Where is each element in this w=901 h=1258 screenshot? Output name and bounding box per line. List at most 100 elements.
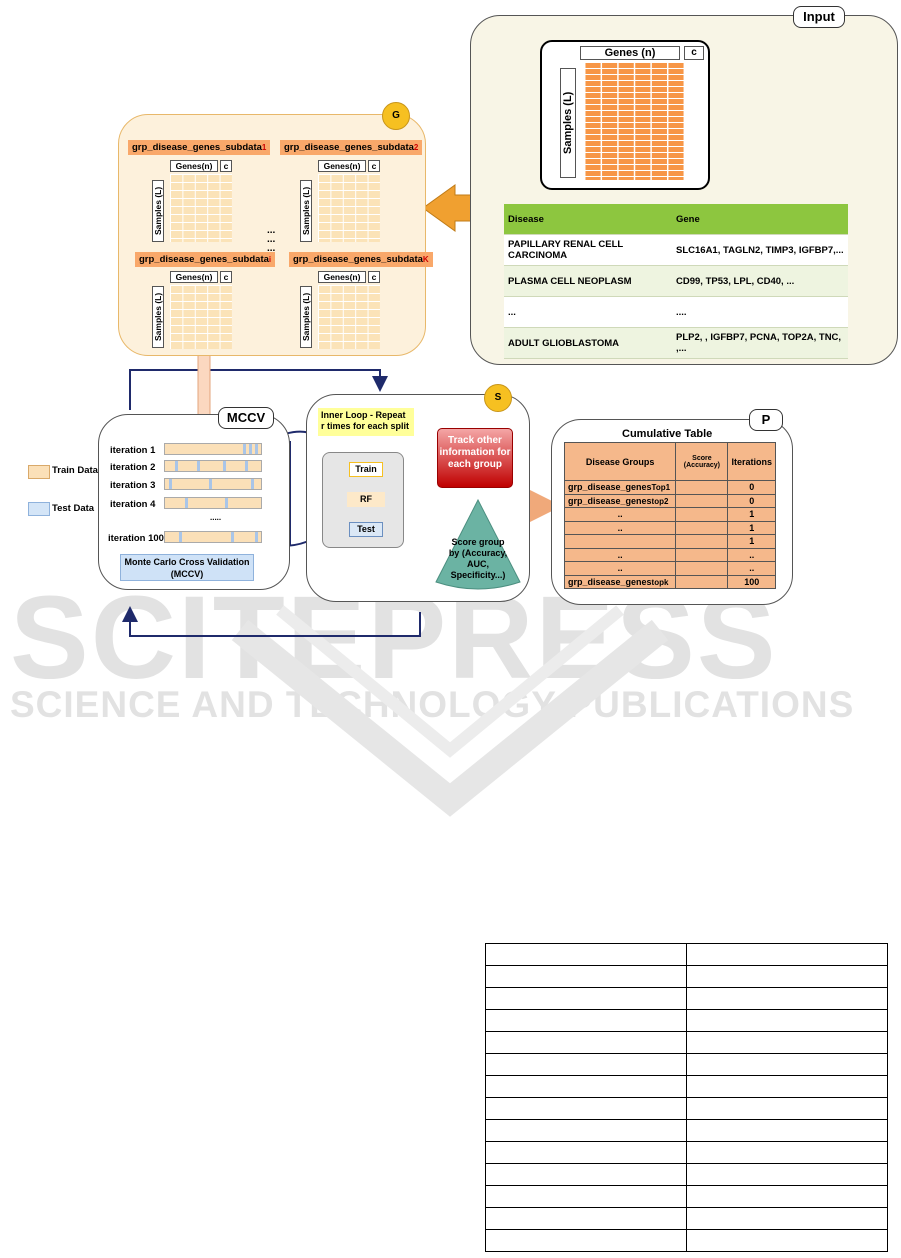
- gene-cell: ....: [672, 296, 848, 328]
- disease-cell: ...: [504, 296, 672, 328]
- score-cell: [675, 493, 729, 508]
- iteration-bar: [164, 443, 262, 455]
- header-score: Score (Accuracy): [675, 442, 729, 481]
- group-cell: [563, 534, 677, 549]
- disease-cell: PAPILLARY RENAL CELL CARCINOMA: [504, 234, 672, 266]
- bottom-loop-line: [122, 606, 421, 637]
- table-row: ... ....: [504, 296, 848, 328]
- input-gene-matrix: [584, 62, 684, 180]
- subdata-matrix: [318, 174, 380, 242]
- table-row: .. 1: [563, 507, 776, 522]
- iteration-label: iteration 100: [108, 533, 164, 544]
- iterations-cell: 0: [727, 493, 776, 508]
- ellipsis-dots: ... ... ...: [267, 226, 276, 254]
- score-cell: [675, 561, 729, 576]
- genes-label: Genes(n): [318, 271, 366, 283]
- samples-label: Samples (L): [152, 180, 164, 242]
- group-cell: grp_disease_genestopk: [563, 574, 677, 589]
- input-tag: Input: [793, 6, 845, 28]
- group-name: ..: [617, 549, 623, 560]
- iterations-cell: 1: [727, 520, 776, 535]
- dots: ...: [267, 243, 276, 254]
- group-cell: ..: [563, 520, 677, 535]
- iteration-label: iteration 2: [110, 462, 156, 473]
- iterations-cell: 1: [727, 534, 776, 549]
- group-name: ..: [617, 509, 623, 520]
- table-row: PLASMA CELL NEOPLASM CD99, TP53, LPL, CD…: [504, 265, 848, 297]
- input-samples-label: Samples (L): [560, 68, 576, 178]
- group-name: grp_disease_genes: [568, 495, 652, 506]
- watermark-chevron: [231, 605, 669, 817]
- subdata-matrix: [318, 285, 380, 349]
- train-box: Train: [349, 462, 383, 477]
- score-cell: [675, 534, 729, 549]
- class-label: c: [368, 271, 380, 283]
- cumulative-table-title: Cumulative Table: [622, 428, 713, 440]
- disease-cell: ADULT GLIOBLASTOMA: [504, 327, 672, 359]
- test-box: Test: [349, 522, 383, 537]
- test-legend-swatch: [28, 502, 50, 516]
- subdata-label-1: grp_disease_genes_subdata1: [128, 140, 271, 155]
- disease-table-header: Disease Gene: [504, 204, 848, 235]
- disease-gene-table: Disease Gene PAPILLARY RENAL CELL CARCIN…: [504, 204, 848, 359]
- score-cell: [675, 520, 729, 535]
- track-info-box: Track other information for each group: [437, 428, 513, 488]
- table-row: .. 1: [563, 520, 776, 535]
- samples-label: Samples (L): [300, 180, 312, 242]
- test-legend-label: Test Data: [52, 503, 95, 514]
- gene-cell: PLP2, , IGFBP7, PCNA, TOP2A, TNC, ,...: [672, 327, 848, 359]
- train-legend-swatch: [28, 465, 50, 479]
- table-row: ....: [563, 561, 776, 576]
- class-label: c: [368, 160, 380, 172]
- header-disease: Disease: [504, 204, 672, 235]
- rf-box: RF: [347, 492, 385, 507]
- dots: ...: [267, 234, 276, 245]
- subdata-index: K: [422, 255, 429, 264]
- header-disease-groups: Disease Groups: [563, 442, 677, 481]
- group-cell: ..: [563, 547, 677, 562]
- group-cell: grp_disease_genestop2: [563, 493, 677, 508]
- subdata-index: 2: [413, 143, 419, 152]
- subdata-index: 1: [261, 143, 267, 152]
- table-row: PAPILLARY RENAL CELL CARCINOMA SLC16A1, …: [504, 234, 848, 266]
- train-legend-label: Train Data: [52, 465, 98, 476]
- subdata-label-text: grp_disease_genes_subdata: [139, 254, 269, 265]
- group-rank: Top1: [651, 483, 671, 493]
- subdata-label-k: grp_disease_genes_subdataK: [289, 252, 433, 267]
- iteration-label: iteration 3: [110, 480, 156, 491]
- cumulative-table: Disease Groups Score (Accuracy) Iteratio…: [563, 442, 776, 589]
- genes-label: Genes(n): [170, 160, 218, 172]
- score-cell: [675, 507, 729, 522]
- gene-cell: SLC16A1, TAGLN2, TIMP3, IGFBP7,...: [672, 234, 848, 266]
- subdata-label-text: grp_disease_genes_subdata: [293, 254, 423, 265]
- inner-loop-note: Inner Loop - Repeat r times for each spl…: [318, 408, 414, 436]
- score-cone: [435, 498, 521, 590]
- score-cell: [675, 574, 729, 589]
- subdata-label-2: grp_disease_genes_subdata2: [280, 140, 423, 155]
- iteration-bar: [164, 478, 262, 490]
- subdata-label-text: grp_disease_genes_subdata: [284, 142, 414, 153]
- class-label: c: [220, 160, 232, 172]
- iteration-ellipsis: .....: [210, 513, 222, 522]
- iteration-bar: [164, 497, 262, 509]
- empty-table: [485, 943, 888, 1252]
- group-rank: topk: [651, 577, 669, 587]
- iteration-bar: [164, 460, 262, 472]
- gene-cell: CD99, TP53, LPL, CD40, ...: [672, 265, 848, 297]
- genes-label: Genes(n): [170, 271, 218, 283]
- group-rank: top2: [651, 496, 669, 506]
- subdata-label-text: grp_disease_genes_subdata: [132, 142, 262, 153]
- iterations-cell: ..: [727, 547, 776, 562]
- score-cell: [675, 547, 729, 562]
- table-row: 1: [563, 534, 776, 549]
- iteration-label: iteration 1: [110, 445, 156, 456]
- table-row: ....: [563, 547, 776, 562]
- cumulative-header-row: Disease Groups Score (Accuracy) Iteratio…: [563, 442, 776, 481]
- watermark-subtitle: SCIENCE AND TECHNOLOGY PUBLICATIONS: [10, 684, 855, 725]
- iterations-cell: 1: [727, 507, 776, 522]
- group-name: ..: [617, 522, 623, 533]
- header-iterations: Iterations: [727, 442, 776, 481]
- group-name: ..: [617, 563, 623, 574]
